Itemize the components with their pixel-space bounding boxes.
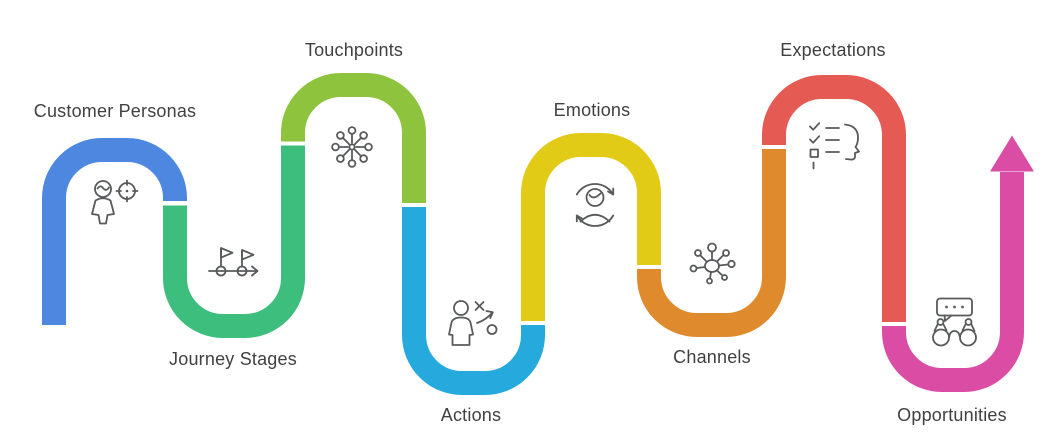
path-segment-actions [402,207,545,395]
path-segment-channels [637,149,786,337]
path-segment-touchpoints [281,73,426,203]
stage-label-actions: Actions [440,405,502,425]
journey-arrow-head [990,135,1034,172]
person-strategy-icon [448,300,498,346]
stage-label-touchpoints: Touchpoints [304,40,404,60]
stage-label-customer-personas: Customer Personas [33,101,197,121]
path-segment-expectations [762,75,906,322]
network-hub-icon [331,126,373,168]
stage-label-journey-stages: Journey Stages [169,349,297,369]
stage-label-expectations: Expectations [780,40,886,60]
stage-label-channels: Channels [673,347,751,367]
path-segment-emotions [521,133,661,321]
persona-target-icon [91,179,139,225]
binoculars-speech-icon [932,297,977,347]
path-segment-journey-stages [163,145,305,338]
path-segment-customer-personas [42,138,187,325]
flags-timeline-icon [208,247,259,277]
path-segment-opportunities [882,172,1024,392]
stage-label-emotions: Emotions [553,100,631,120]
person-refresh-icon [575,183,615,227]
hub-spokes-icon [689,242,736,285]
checklist-profile-icon [809,122,860,170]
stage-label-opportunities: Opportunities [897,405,1007,425]
